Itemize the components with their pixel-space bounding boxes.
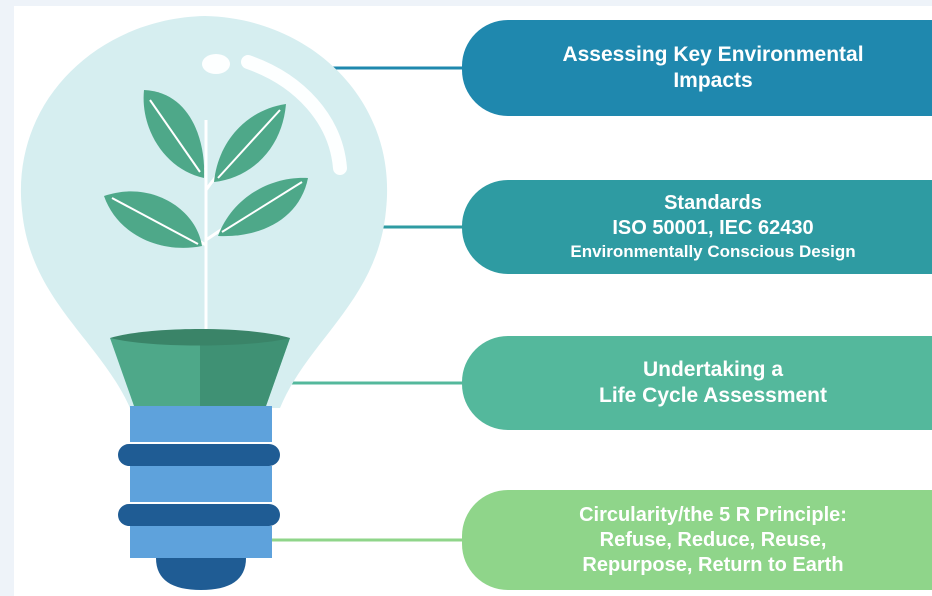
step-4-line-3: Repurpose, Return to Earth	[582, 553, 844, 576]
step-2-line-1: Standards	[664, 192, 762, 215]
light-bulb-icon	[20, 16, 388, 408]
top-margin	[0, 0, 932, 6]
step-2-line-2: ISO 50001, IEC 62430	[612, 217, 814, 240]
step-1-line-2: Impacts	[673, 69, 753, 92]
left-margin	[0, 0, 14, 596]
step-4-line-2: Refuse, Reduce, Reuse,	[599, 528, 827, 551]
step-2-line-3: Environmentally Conscious Design	[570, 242, 856, 262]
step-standards: Standards ISO 50001, IEC 62430 Environme…	[462, 180, 932, 274]
step-4-line-1: Circularity/the 5 R Principle:	[579, 503, 847, 526]
step-3-line-2: Life Cycle Assessment	[599, 384, 827, 407]
step-3-line-1: Undertaking a	[642, 357, 784, 381]
step-1-line-1: Assessing Key Environmental	[562, 42, 864, 66]
soil-cup	[110, 329, 290, 406]
step-assessing-impacts: Assessing Key Environmental Impacts	[462, 20, 932, 116]
step-life-cycle-assessment: Undertaking a Life Cycle Assessment	[462, 336, 932, 430]
sprout-icon	[104, 90, 308, 340]
bulb-base	[118, 406, 280, 590]
step-circularity: Circularity/the 5 R Principle: Refuse, R…	[462, 490, 932, 590]
